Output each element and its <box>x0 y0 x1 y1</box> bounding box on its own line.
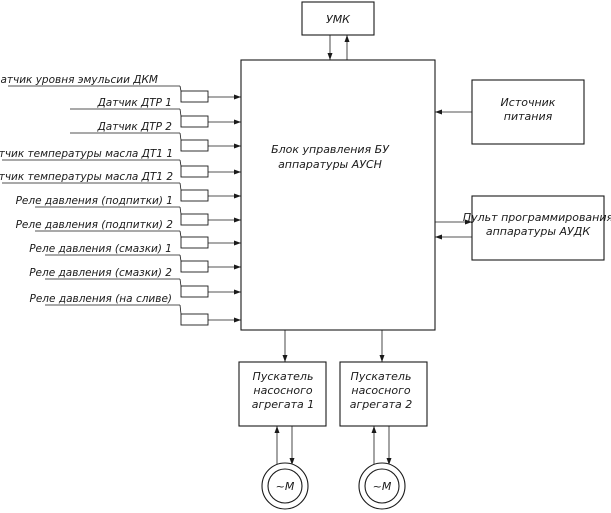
power-arrow <box>435 109 442 115</box>
programming-console-label-line2: аппаратуры АУДК <box>486 225 591 238</box>
sensor-label: Реле давления (на сливе) <box>30 293 172 305</box>
umk-arrow-down <box>327 53 333 60</box>
sensor-box <box>180 165 209 178</box>
power-source-label-line2: питания <box>504 110 553 123</box>
sensor-arrow <box>234 193 241 199</box>
sensor-row: Датчик ДТР 1 <box>70 97 241 128</box>
sensor-box <box>180 189 209 202</box>
starter-1-block <box>238 361 327 427</box>
sensor-arrow <box>234 119 241 125</box>
console-arrow-in <box>435 234 442 240</box>
motor-2-arrow-up <box>371 426 377 433</box>
starter-2-label-line3: агрегата 2 <box>350 398 412 411</box>
sensor-row: Датчик температуры масла ДТ1 2 <box>0 171 241 202</box>
starter-2-arrow <box>379 355 385 362</box>
sensor-box <box>180 260 209 273</box>
sensor-label: Реле давления (смазки) 2 <box>29 267 172 279</box>
programming-console-block <box>471 195 605 261</box>
sensor-label: Реле давления (подпитки) 1 <box>16 195 173 207</box>
sensor-row: Реле давления (подпитки) 1 <box>16 195 241 226</box>
sensor-label: Датчик температуры масла ДТ1 2 <box>0 171 173 183</box>
control-unit-block <box>240 59 436 331</box>
sensor-arrow <box>234 217 241 223</box>
motor-1-label: ~М <box>276 480 295 493</box>
sensor-box <box>180 313 209 326</box>
sensor-box <box>180 236 209 249</box>
sensor-box <box>180 90 209 103</box>
umk-block <box>301 1 375 36</box>
sensor-row: Датчик температуры масла ДТ1 1 <box>0 148 241 178</box>
sensor-label: Реле давления (подпитки) 2 <box>16 219 174 231</box>
motor-2-arrow-down <box>386 458 392 465</box>
sensor-label: Датчик ДТР 2 <box>97 121 173 133</box>
starter-1-label-line3: агрегата 1 <box>252 398 314 411</box>
programming-console-label-line1: Пульт программирования <box>463 211 611 224</box>
sensor-box <box>180 285 209 298</box>
sensor-row: Датчик ДТР 2 <box>70 121 241 152</box>
console-arrow-out <box>465 219 472 225</box>
sensor-row: Реле давления (подпитки) 2 <box>16 219 241 249</box>
sensor-arrow <box>234 143 241 149</box>
sensor-arrow <box>234 289 241 295</box>
sensor-label: Датчик температуры масла ДТ1 1 <box>0 148 173 160</box>
starter-2-block <box>339 361 428 427</box>
sensor-row: Реле давления (на сливе) <box>30 293 241 326</box>
sensor-label: Реле давления (смазки) 1 <box>29 243 172 255</box>
starter-2-label-line1: Пускатель <box>351 370 412 383</box>
sensor-label: Датчик уровня эмульсии ДКМ <box>0 74 158 86</box>
sensor-row: Датчик уровня эмульсии ДКМ <box>0 74 241 103</box>
sensor-box <box>180 213 209 226</box>
motor-1-inner-circle <box>267 468 303 504</box>
starter-2-label-line2: насосного <box>351 384 410 397</box>
sensor-arrow <box>234 240 241 246</box>
motor-2-label: ~М <box>373 480 392 493</box>
sensor-arrow <box>234 264 241 270</box>
control-unit-label-line1: Блок управления БУ <box>271 143 390 156</box>
starter-1-arrow <box>282 355 288 362</box>
control-unit-label-line2: аппаратуры АУСН <box>278 158 382 171</box>
sensor-row: Реле давления (смазки) 1 <box>29 243 241 273</box>
sensor-box <box>180 115 209 128</box>
sensor-arrow <box>234 317 241 323</box>
starter-1-label-line1: Пускатель <box>253 370 314 383</box>
motor-1-arrow-down <box>289 458 295 465</box>
starter-1-label-line2: насосного <box>253 384 312 397</box>
motor-1-arrow-up <box>274 426 280 433</box>
motor-2-inner-circle <box>364 468 400 504</box>
umk-label: УМК <box>326 13 351 26</box>
power-source-block <box>471 79 585 145</box>
sensor-row: Реле давления (смазки) 2 <box>29 267 241 298</box>
sensor-box <box>180 139 209 152</box>
umk-arrow-up <box>344 35 350 42</box>
sensor-arrow <box>234 94 241 100</box>
sensor-arrow <box>234 169 241 175</box>
power-source-label-line1: Источник <box>501 96 556 109</box>
sensor-label: Датчик ДТР 1 <box>97 97 172 109</box>
